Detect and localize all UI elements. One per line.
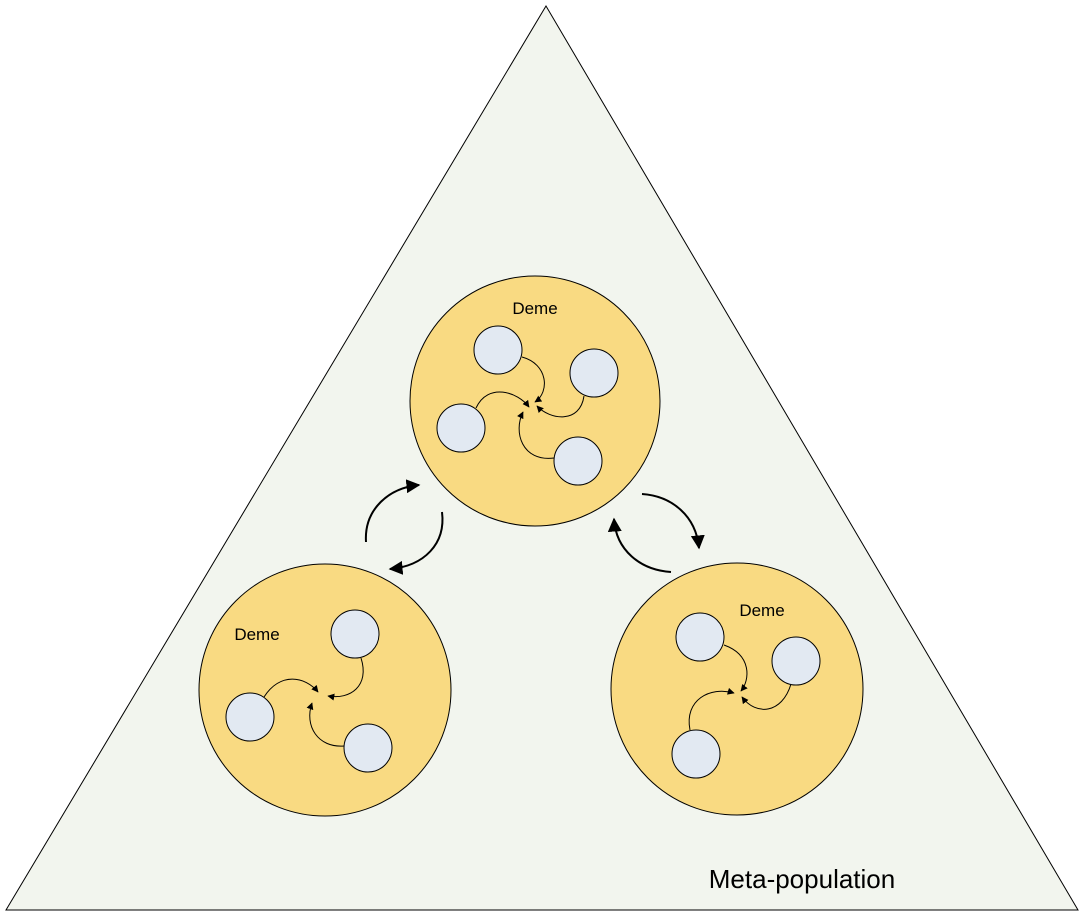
interaction-arrow (536, 395, 585, 418)
migration-arrow (364, 479, 421, 543)
interaction-arrow (741, 683, 792, 710)
interaction-arrow (327, 657, 364, 701)
member-circle (330, 609, 380, 659)
interaction-arrow (475, 391, 530, 409)
deme-label: Deme (234, 625, 279, 644)
interaction-arrow (723, 644, 748, 692)
migration-arrow (641, 493, 705, 550)
deme-label: Deme (739, 601, 784, 620)
deme-top: Deme (409, 275, 661, 527)
interaction-arrow (306, 702, 345, 747)
interaction-arrow (521, 356, 545, 403)
migration-arrow (388, 511, 444, 575)
migration-arrow (607, 517, 672, 573)
interaction-arrow (688, 687, 735, 731)
interaction-arrow (263, 678, 319, 698)
deme-right: Deme (610, 562, 864, 816)
deme-circle (610, 562, 864, 816)
member-circle (225, 692, 275, 742)
member-circle (436, 403, 486, 453)
member-circle (771, 636, 821, 686)
member-circle (343, 723, 393, 773)
interaction-arrow (517, 411, 555, 459)
member-circle (675, 612, 725, 662)
migration-arrows-left (364, 479, 444, 575)
deme-label: Deme (512, 299, 557, 318)
deme-left: Deme (198, 563, 452, 817)
metapopulation-label: Meta-population (709, 864, 895, 894)
member-circle (569, 348, 619, 398)
deme-circle (198, 563, 452, 817)
member-circle (553, 436, 603, 486)
member-circle (473, 325, 523, 375)
migration-arrows-right (607, 493, 705, 573)
member-circle (671, 729, 721, 779)
